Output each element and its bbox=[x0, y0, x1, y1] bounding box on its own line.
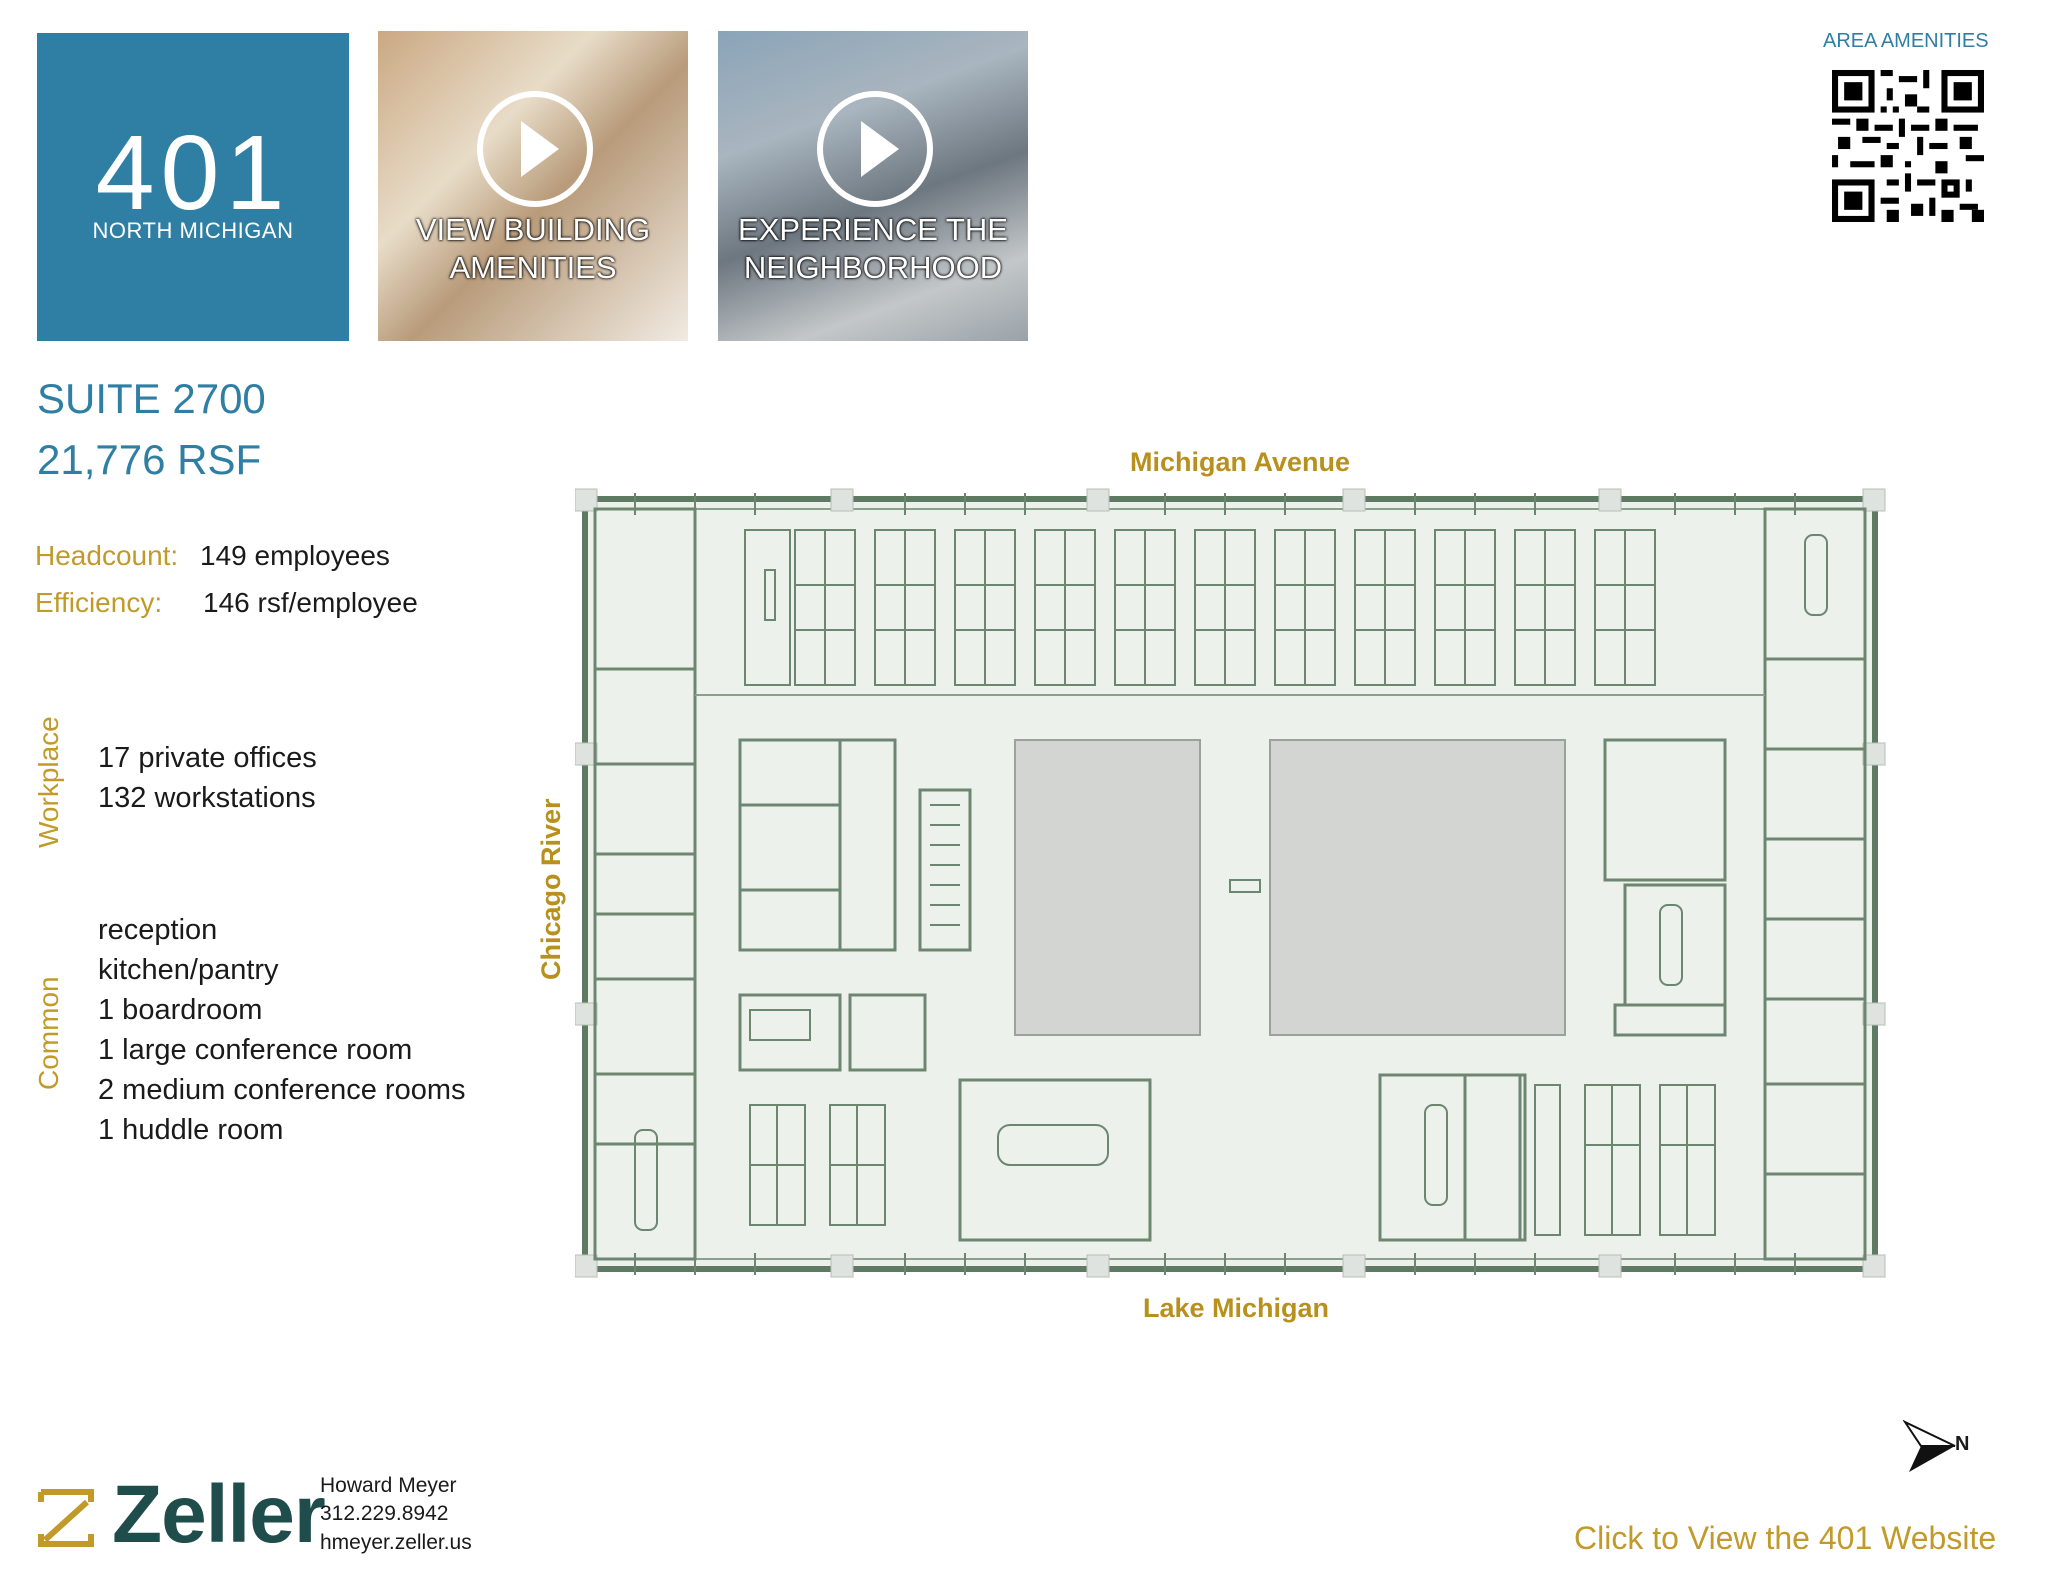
stat-value: 149 employees bbox=[200, 540, 390, 571]
building-name: NORTH MICHIGAN bbox=[92, 218, 294, 243]
left-street-label: Chicago River bbox=[536, 798, 566, 980]
top-street-label: Michigan Avenue bbox=[1130, 447, 1351, 477]
video-label-line: EXPERIENCE THE bbox=[738, 212, 1008, 247]
efficiency-row: Efficiency: 146 rsf/employee bbox=[35, 587, 455, 621]
company-name: Zeller bbox=[112, 1469, 326, 1560]
list-item: 1 boardroom bbox=[98, 994, 263, 1026]
list-item: kitchen/pantry bbox=[98, 954, 279, 986]
suite-area: 21,776 RSF bbox=[37, 436, 262, 483]
workplace-label: Workplace bbox=[33, 716, 64, 848]
stat-value: 146 rsf/employee bbox=[203, 587, 418, 618]
zeller-logo-icon bbox=[38, 1489, 94, 1547]
workplace-list: 17 private offices 132 workstations bbox=[98, 738, 317, 818]
common-label: Common bbox=[33, 976, 64, 1090]
video-label-line: VIEW BUILDING bbox=[415, 212, 651, 247]
north-label: N bbox=[1955, 1433, 1970, 1455]
website-link[interactable]: Click to View the 401 Website bbox=[1574, 1520, 1997, 1556]
play-icon bbox=[477, 91, 593, 207]
experience-neighborhood-video[interactable]: EXPERIENCE THE NEIGHBORHOOD bbox=[718, 31, 1028, 341]
list-item: 1 huddle room bbox=[98, 1114, 284, 1146]
list-item: reception bbox=[98, 914, 218, 946]
contact-web[interactable]: hmeyer.zeller.us bbox=[320, 1531, 472, 1554]
stat-label: Headcount: bbox=[35, 540, 179, 571]
suite-name: SUITE 2700 bbox=[37, 375, 266, 422]
bottom-street-label: Lake Michigan bbox=[1143, 1293, 1330, 1323]
view-building-amenities-video[interactable]: VIEW BUILDING AMENITIES bbox=[378, 31, 688, 341]
contact-name: Howard Meyer bbox=[320, 1474, 457, 1497]
contact-phone[interactable]: 312.229.8942 bbox=[320, 1502, 449, 1525]
list-item: 17 private offices bbox=[98, 742, 317, 774]
video-label-line: AMENITIES bbox=[449, 250, 617, 285]
list-item: 132 workstations bbox=[98, 782, 316, 814]
list-item: 1 large conference room bbox=[98, 1034, 413, 1066]
building-logo-tile: 401 NORTH MICHIGAN bbox=[37, 33, 349, 341]
stat-label: Efficiency: bbox=[35, 587, 163, 618]
building-number: 401 bbox=[95, 114, 291, 232]
north-arrow-icon bbox=[1903, 1419, 1956, 1472]
area-amenities-title: AREA AMENITIES bbox=[1823, 30, 1989, 52]
qr-code-icon[interactable] bbox=[1832, 70, 1984, 222]
headcount-row: Headcount: 149 employees bbox=[35, 540, 455, 574]
list-item: 2 medium conference rooms bbox=[98, 1074, 466, 1106]
video-label-line: NEIGHBORHOOD bbox=[743, 250, 1003, 285]
play-icon bbox=[817, 91, 933, 207]
common-list: reception kitchen/pantry 1 boardroom 1 l… bbox=[98, 910, 466, 1150]
floor-plan bbox=[575, 488, 1886, 1278]
